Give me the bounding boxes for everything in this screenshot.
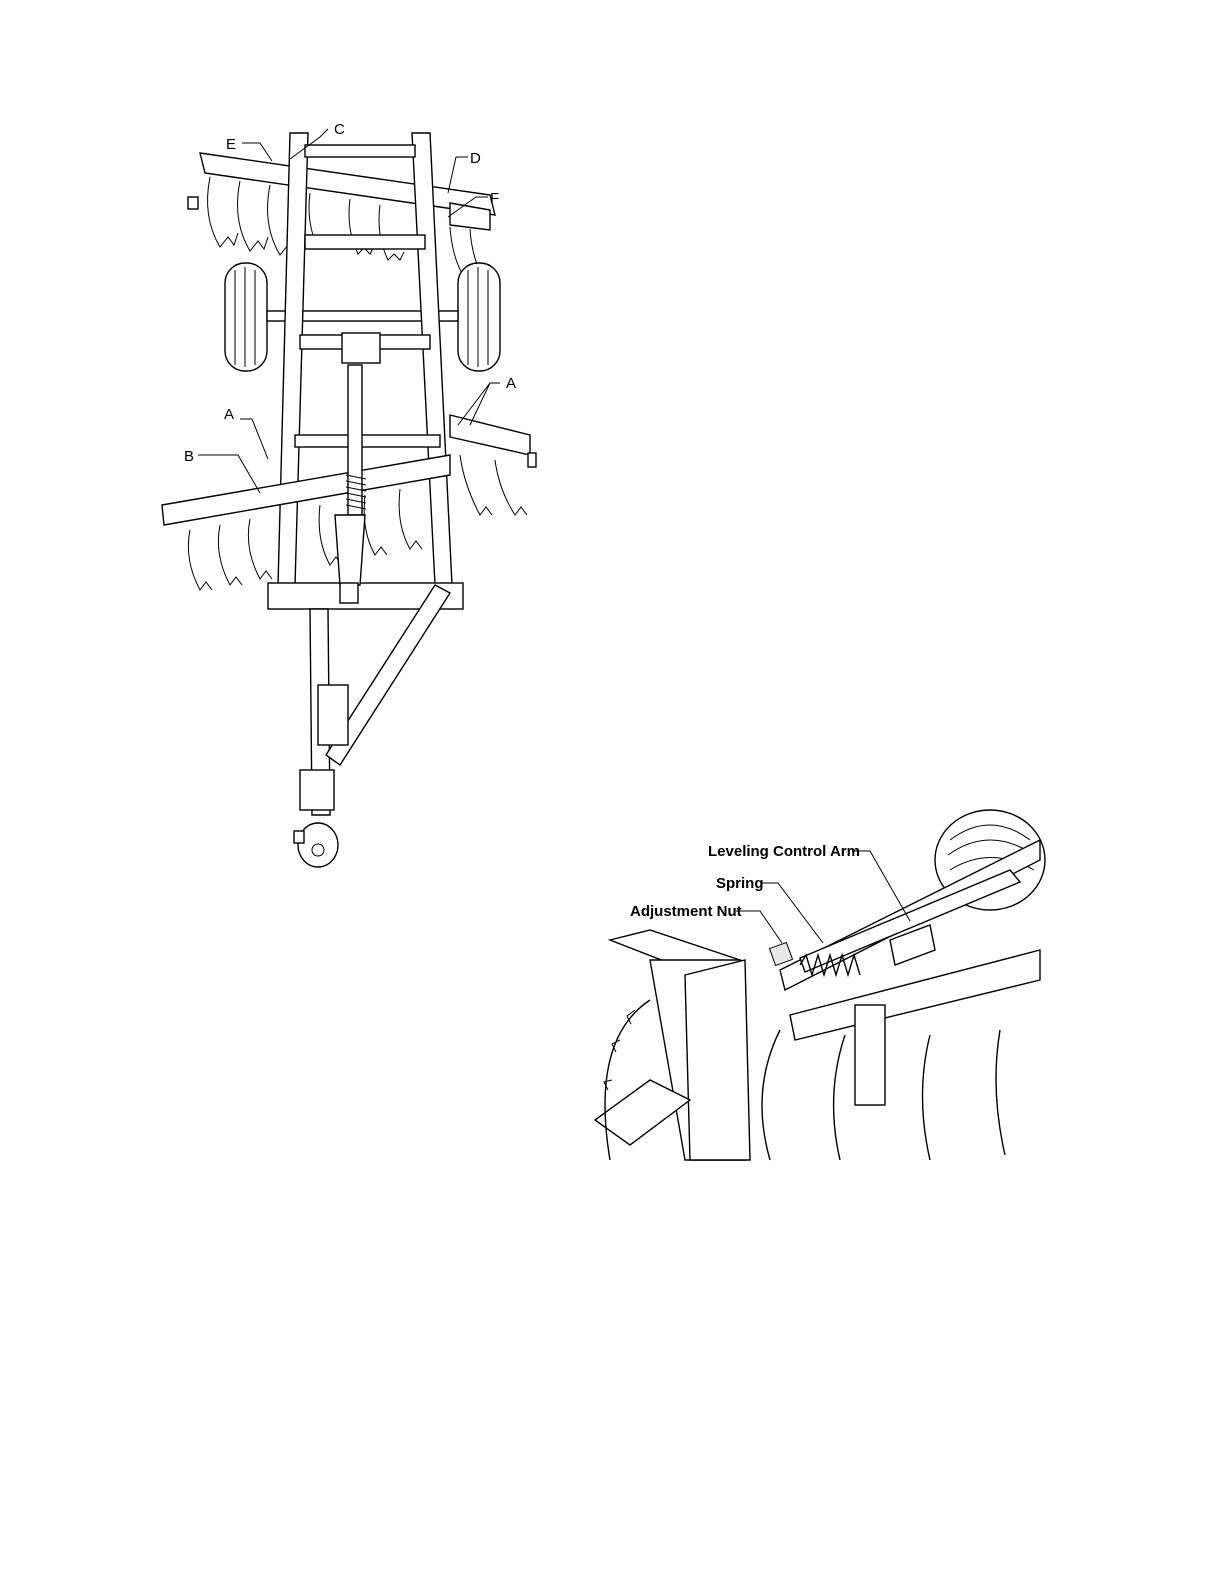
right-transport-wheel — [458, 263, 500, 371]
tongue-hitch — [294, 583, 450, 867]
callout-e: E — [226, 136, 236, 153]
left-transport-wheel — [225, 263, 267, 371]
harrow-top-view-diagram: C E D F A A B — [150, 115, 550, 885]
closeup-drawing: Leveling Control Arm Spring Adjustment N… — [590, 800, 1050, 1165]
leveling-assembly — [335, 333, 380, 585]
harrow-drawing: C E D F A A B — [150, 115, 550, 885]
callout-c: C — [334, 121, 345, 138]
callout-a-right: A — [506, 375, 516, 392]
label-leveling-control-arm: Leveling Control Arm — [708, 843, 860, 860]
callout-d: D — [470, 150, 481, 167]
leveling-arm-closeup-diagram: Leveling Control Arm Spring Adjustment N… — [590, 800, 1050, 1165]
callout-b: B — [184, 448, 194, 465]
main-frame — [268, 133, 463, 609]
label-adjustment-nut: Adjustment Nut — [630, 903, 742, 920]
callout-a-left: A — [224, 406, 234, 423]
label-spring: Spring — [716, 875, 764, 892]
adjustment-nut — [769, 942, 792, 965]
callout-f: F — [490, 190, 499, 207]
